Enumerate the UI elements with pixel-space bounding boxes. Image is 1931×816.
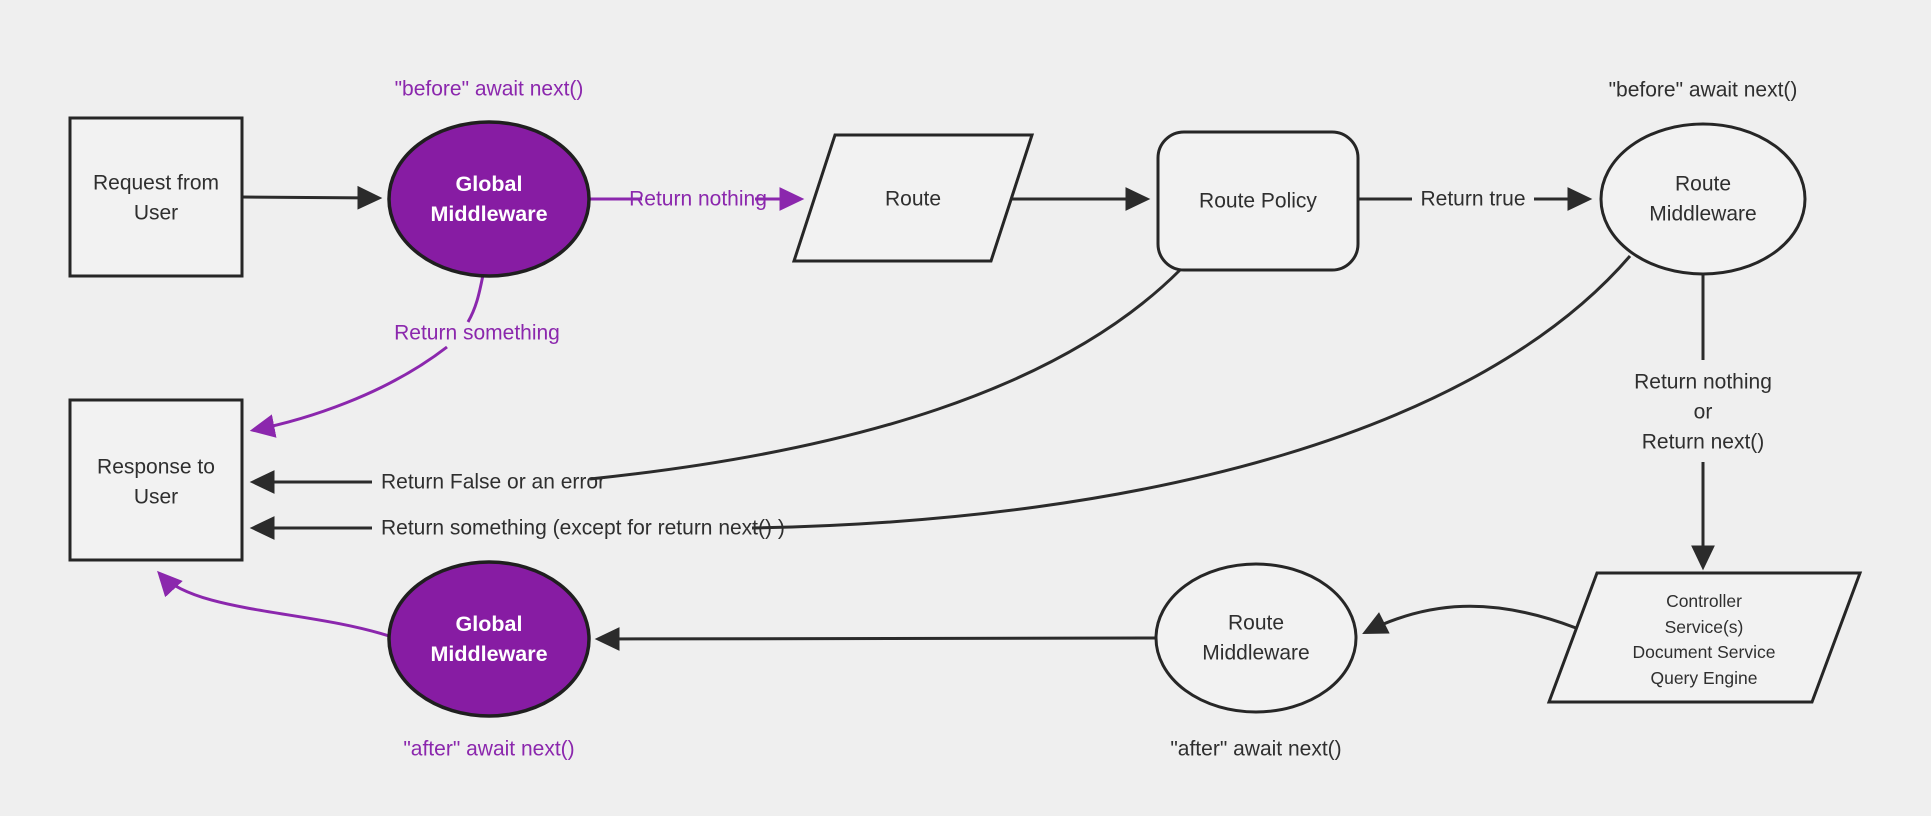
node-response-line-1: Response to xyxy=(97,456,215,479)
edge-controller-to-route-mw-bottom xyxy=(1362,604,1577,634)
node-route-mw-bottom-line-1: Route xyxy=(1228,612,1284,635)
label-return-nothing: Return nothing xyxy=(629,188,767,211)
edge-route-mw-return-something-curve xyxy=(751,255,1632,530)
node-controller-services xyxy=(1546,571,1863,704)
node-route-policy-label: Route Policy xyxy=(1199,190,1317,213)
label-after-await-next-route: "after" await next() xyxy=(1170,738,1341,761)
node-controller-line-1: Controller xyxy=(1666,591,1742,611)
node-global-mw-bottom-line-1: Global xyxy=(456,612,523,636)
node-request-line-2: User xyxy=(134,202,178,225)
node-response-line-2: User xyxy=(134,486,178,509)
label-return-something-except: Return something (except for return next… xyxy=(381,517,785,540)
node-global-mw-top-line-2: Middleware xyxy=(430,202,547,226)
node-request-from-user xyxy=(68,116,244,278)
node-route-mw-bottom-line-2: Middleware xyxy=(1202,642,1309,665)
label-return-nothing-or-line-3: Return next() xyxy=(1642,431,1765,454)
edge-route-mw-bottom-to-global-mw-bottom xyxy=(594,627,1157,651)
edge-global-return-something-segment-top xyxy=(466,274,485,323)
node-controller-line-3: Document Service xyxy=(1633,642,1776,662)
label-return-something: Return something xyxy=(394,322,560,345)
node-controller-line-4: Query Engine xyxy=(1650,668,1757,688)
edge-request-to-global-middleware xyxy=(241,185,383,210)
edge-global-mw-bottom-to-response xyxy=(157,570,390,638)
node-response-to-user xyxy=(68,398,244,562)
node-route-middleware-top xyxy=(1599,122,1807,276)
label-return-false-or-error: Return False or an error xyxy=(381,471,605,494)
node-global-middleware-top xyxy=(387,120,591,278)
node-request-line-1: Request from xyxy=(93,172,219,195)
node-global-middleware-bottom xyxy=(387,560,591,718)
node-route-policy xyxy=(1156,130,1360,272)
node-route-mw-top-line-1: Route xyxy=(1675,173,1731,196)
node-route-label: Route xyxy=(885,188,941,211)
node-global-mw-bottom-line-2: Middleware xyxy=(430,642,547,666)
node-route-middleware-bottom xyxy=(1154,562,1358,714)
node-global-mw-top-line-1: Global xyxy=(456,172,523,196)
label-return-nothing-or-line-1: Return nothing xyxy=(1634,371,1772,394)
label-return-nothing-or-line-2: or xyxy=(1694,401,1713,424)
label-before-await-next-global: "before" await next() xyxy=(395,78,584,101)
label-after-await-next-global: "after" await next() xyxy=(403,738,574,761)
edge-route-policy-return-false-curve xyxy=(589,268,1182,481)
label-before-await-next-route: "before" await next() xyxy=(1609,79,1798,102)
node-controller-line-2: Service(s) xyxy=(1665,617,1744,637)
node-route xyxy=(791,133,1035,263)
label-return-true: Return true xyxy=(1420,188,1525,211)
node-route-mw-top-line-2: Middleware xyxy=(1649,203,1756,226)
edge-global-return-something-segment-bottom xyxy=(249,345,448,438)
